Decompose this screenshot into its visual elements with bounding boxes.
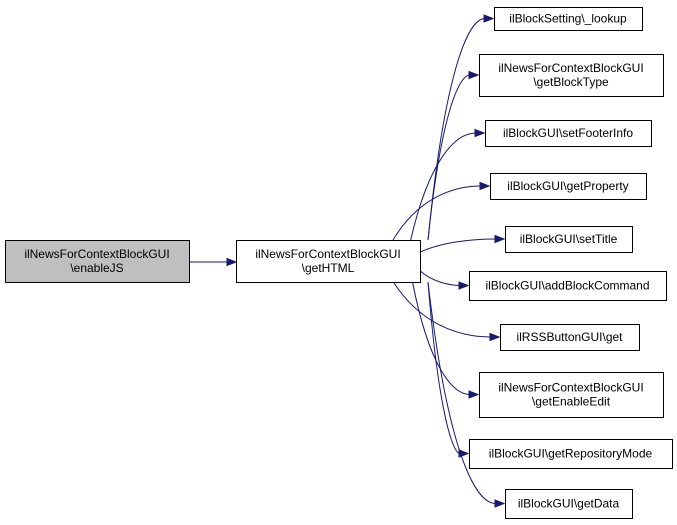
node-getData: ilBlockGUI\getData	[505, 489, 633, 519]
node-getRepositoryMode: ilBlockGUI\getRepositoryMode	[469, 439, 673, 469]
node-setTitle-label-line: ilBlockGUI\setTitle	[520, 232, 618, 246]
node-center-label-line: ilNewsForContextBlockGUI	[255, 247, 400, 261]
node-getBlockType-box	[479, 54, 664, 97]
node-center-label-line: \getHTML	[302, 261, 355, 275]
edge-center-to-getBlockType	[427, 74, 471, 241]
node-setTitle: ilBlockGUI\setTitle	[505, 226, 633, 253]
edge-center-to-setTitle-arrow	[494, 234, 506, 244]
node-setFooterInfo: ilBlockGUI\setFooterInfo	[485, 120, 652, 147]
node-getEnableEdit-label-line: ilNewsForContextBlockGUI	[498, 381, 643, 395]
edge-center-to-setFooterInfo-arrow	[474, 128, 486, 138]
node-getRepositoryMode-box	[469, 439, 673, 469]
node-getEnableEdit-label-line: \getEnableEdit	[532, 395, 611, 409]
node-lookup-box	[494, 7, 643, 31]
node-getProperty-box	[490, 173, 647, 200]
edge-center-to-rssGet-arrow	[489, 332, 501, 342]
edge-center-to-getProperty	[392, 185, 482, 241]
edge-source-to-center-arrow	[226, 257, 238, 267]
node-setFooterInfo-box	[485, 120, 652, 147]
node-getEnableEdit: ilNewsForContextBlockGUI\getEnableEdit	[479, 372, 664, 418]
nodes: ilNewsForContextBlockGUI\enableJSilNewsF…	[5, 7, 673, 519]
node-setTitle-box	[505, 226, 633, 253]
edges	[189, 14, 506, 508]
node-center-box	[236, 240, 421, 283]
node-getData-label-line: ilBlockGUI\getData	[518, 497, 620, 511]
edge-center-to-getEnableEdit-arrow	[468, 390, 480, 399]
node-getBlockType-label-line: \getBlockType	[533, 75, 609, 89]
node-getBlockType-label-line: ilNewsForContextBlockGUI	[498, 61, 643, 75]
edge-center-to-lookup	[427, 18, 486, 241]
edge-center-to-getProperty-arrow	[479, 181, 491, 191]
edge-center-to-addBlockCommand-arrow	[458, 281, 470, 290]
node-lookup-label-line: ilBlockSetting\_lookup	[509, 12, 627, 26]
edge-center-to-getData-arrow	[494, 499, 506, 508]
edge-center-to-lookup-arrow	[483, 14, 495, 23]
node-getRepositoryMode-label-line: ilBlockGUI\getRepositoryMode	[489, 447, 653, 461]
edge-center-to-setTitle	[419, 238, 497, 253]
node-getProperty: ilBlockGUI\getProperty	[490, 173, 647, 200]
edge-center-to-rssGet	[392, 281, 492, 338]
node-getBlockType: ilNewsForContextBlockGUI\getBlockType	[479, 54, 664, 97]
node-rssGet-box	[500, 324, 640, 351]
node-getData-box	[505, 489, 633, 519]
edge-center-to-getBlockType-arrow	[468, 70, 480, 80]
node-addBlockCommand-box	[469, 271, 667, 301]
node-addBlockCommand-label-line: ilBlockGUI\addBlockCommand	[485, 279, 649, 293]
edge-center-to-getEnableEdit	[412, 281, 471, 395]
node-rssGet: ilRSSButtonGUI\get	[500, 324, 640, 351]
edge-center-to-addBlockCommand	[419, 270, 461, 286]
node-addBlockCommand: ilBlockGUI\addBlockCommand	[469, 271, 667, 301]
edge-center-to-getRepositoryMode	[427, 281, 461, 454]
node-setFooterInfo-label-line: ilBlockGUI\setFooterInfo	[503, 126, 633, 140]
node-source-box	[5, 240, 190, 283]
node-source-label-line: \enableJS	[70, 261, 123, 275]
node-rssGet-label-line: ilRSSButtonGUI\get	[516, 330, 623, 344]
node-getEnableEdit-box	[479, 372, 664, 418]
node-center: ilNewsForContextBlockGUI\getHTML	[236, 240, 421, 283]
node-lookup: ilBlockSetting\_lookup	[494, 7, 643, 31]
node-source-label-line: ilNewsForContextBlockGUI	[24, 247, 169, 261]
edge-center-to-getData	[427, 281, 497, 504]
edge-center-to-setFooterInfo	[410, 132, 477, 241]
node-source: ilNewsForContextBlockGUI\enableJS	[5, 240, 190, 283]
node-getProperty-label-line: ilBlockGUI\getProperty	[507, 179, 628, 193]
